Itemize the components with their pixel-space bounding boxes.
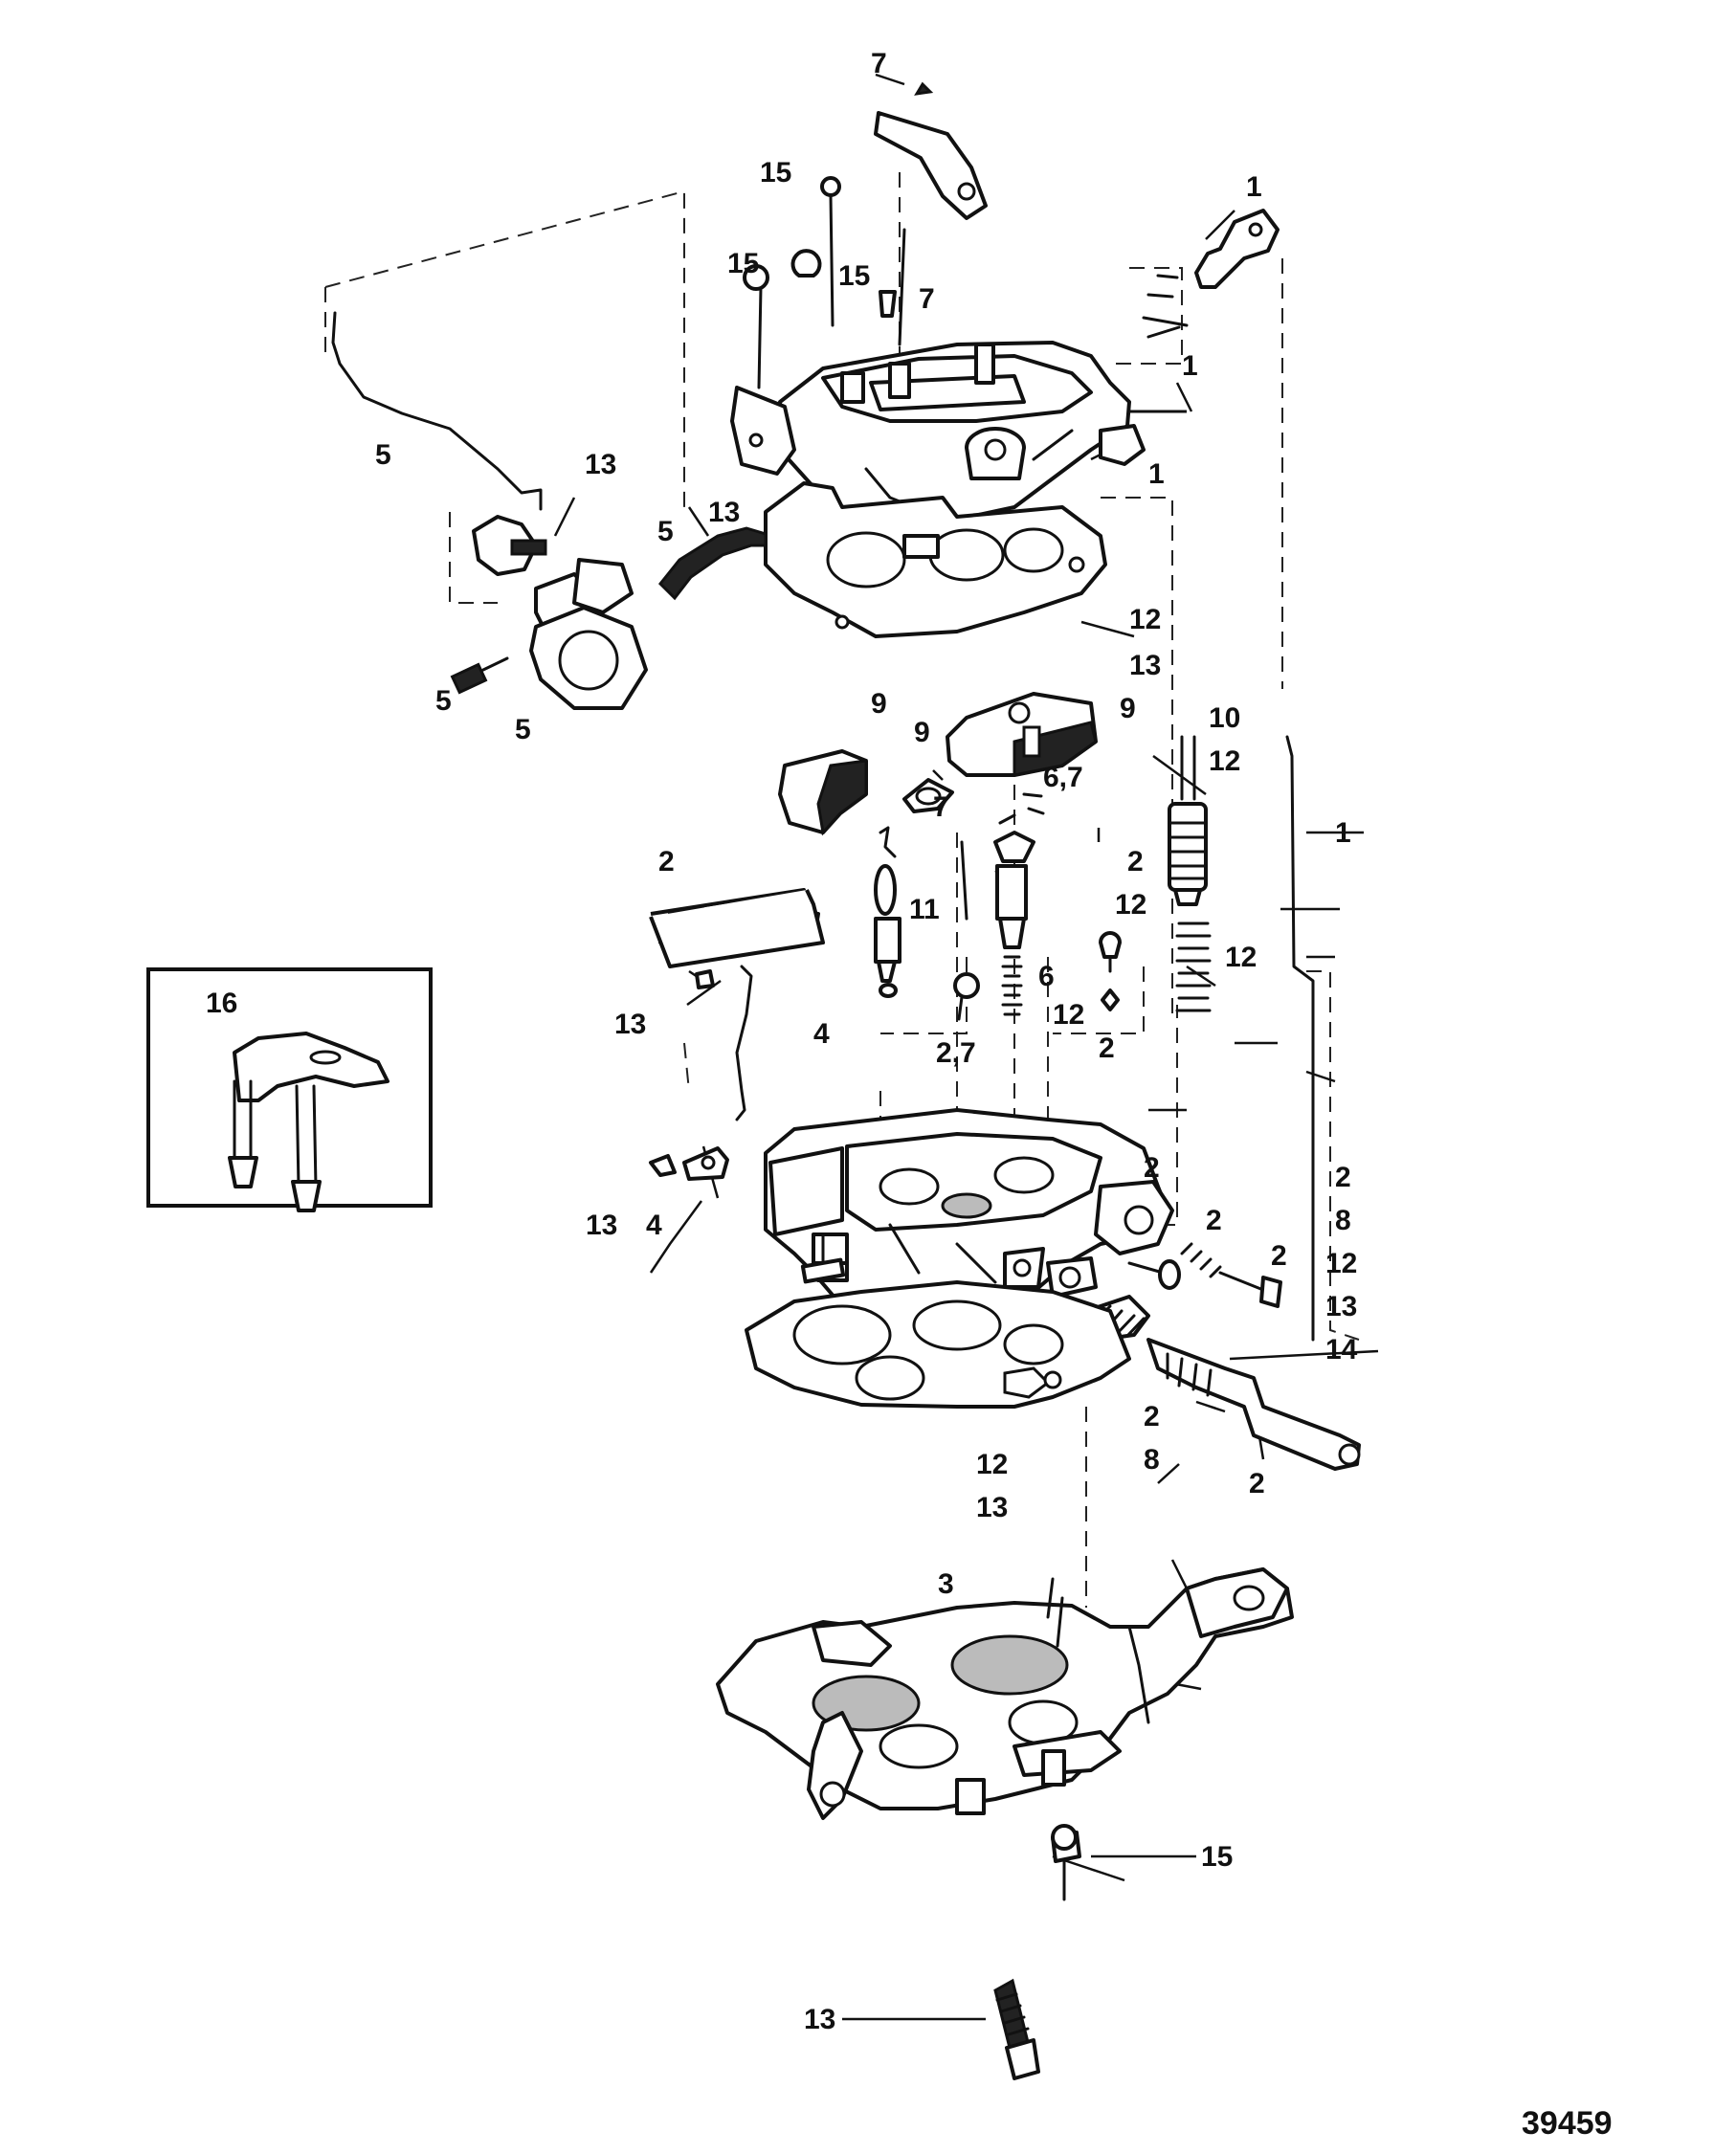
callout-12-f: 12 [1325,1248,1357,1279]
throttle-body [716,1567,1294,1820]
callout-1-a: 1 [1246,171,1262,203]
callout-labels: 7 1 15 15 15 7 1 1 5 13 13 5 12 13 5 5 9… [206,48,1358,2035]
callout-4-b: 4 [646,1210,662,1241]
callout-12-d: 12 [1225,942,1257,973]
callout-5-a: 5 [375,439,391,471]
callout-2-i: 2 [1249,1468,1265,1499]
callout-12-c: 12 [1115,889,1146,921]
callout-1-c: 1 [1148,458,1165,490]
callout-2-7: 2,7 [936,1037,976,1069]
callout-13-a: 13 [585,449,616,480]
callout-5-c: 5 [435,685,452,717]
callout-9-b: 9 [914,717,930,748]
power-piston [1099,735,1212,1012]
air-horn [730,341,1146,526]
throttle-lever [1129,209,1280,413]
callout-7-c: 7 [933,791,949,823]
choke-diaphragm [450,515,648,710]
callout-13-b: 13 [708,497,740,528]
lower-gasket [745,1280,1131,1409]
callout-5-b: 5 [657,516,674,547]
callout-2-f: 2 [1206,1205,1222,1236]
callout-16: 16 [206,988,237,1019]
callout-13-h: 13 [804,2004,835,2035]
callout-12-a: 12 [1129,604,1161,635]
callout-15-a: 15 [760,157,791,189]
callout-13-e: 13 [1325,1291,1357,1322]
throttle-rod [1285,735,1315,1342]
callout-15-b: 15 [727,248,759,279]
figure-number: 39459 [1522,2105,1613,2142]
callout-2-c: 2 [1099,1033,1115,1064]
callout-13-c: 13 [1129,650,1161,681]
callout-13-f: 13 [586,1210,617,1241]
callout-2-g: 2 [1271,1240,1287,1272]
callout-2-e: 2 [1335,1162,1351,1193]
callout-13-g: 13 [976,1492,1008,1523]
callout-3: 3 [938,1568,954,1600]
callout-12-g: 12 [976,1449,1008,1480]
callout-9-a: 9 [871,688,887,720]
callout-13-d: 13 [614,1009,646,1040]
top-screws [743,176,906,389]
callout-6: 6 [1038,961,1055,992]
callout-8-a: 8 [1335,1205,1351,1236]
callout-12-b: 12 [1209,745,1240,777]
callout-2-b: 2 [1127,846,1144,877]
callout-7-b: 7 [919,283,935,315]
choke-housing [778,692,1098,836]
upper-gasket [764,481,1107,638]
callout-10: 10 [1209,702,1240,734]
base-screws [993,1824,1081,2080]
choke-tube [657,526,768,601]
callout-6-7-a: 6,7 [1043,762,1083,793]
inset-panel [146,967,433,1212]
callout-12-e: 12 [1053,999,1084,1031]
callout-5-d: 5 [515,714,531,745]
callout-7-top: 7 [871,48,887,79]
callout-2-d: 2 [1144,1152,1160,1184]
callout-8-b: 8 [1144,1444,1160,1476]
callout-2-a: 2 [658,846,675,877]
callout-2-h: 2 [1144,1401,1160,1432]
callout-15-d: 15 [1201,1841,1233,1873]
callout-1-d: 1 [1335,817,1351,849]
gasket-strip [649,888,825,968]
callout-9-c: 9 [1120,693,1136,724]
upper-lever [874,81,988,220]
callout-1-b: 1 [1182,350,1198,382]
callout-15-c: 15 [838,260,870,292]
pump-rod [649,965,753,1181]
choke-rod [331,311,543,511]
callout-14: 14 [1325,1334,1358,1366]
float-bowl [764,1108,1174,1313]
pump-parts [874,792,1045,1021]
callout-4-a: 4 [813,1018,830,1050]
callout-11: 11 [909,894,940,925]
